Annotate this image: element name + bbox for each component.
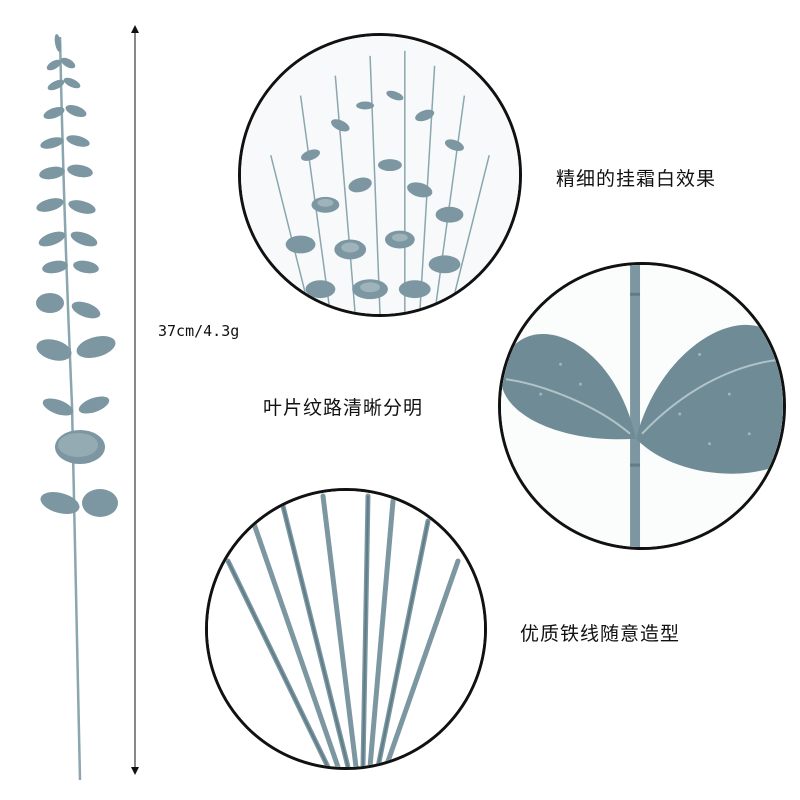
detail-circle-leaf-texture [498,262,786,550]
detail-circle-frost [238,33,522,317]
length-dimension-line [120,25,150,775]
eucalyptus-stem-image [30,25,130,785]
frost-leaves-drawing [241,36,519,314]
wire-stems-drawing [208,491,484,767]
feature-caption-wire-stems: 优质铁线随意造型 [520,623,681,645]
eucalyptus-stem-drawing [36,34,118,781]
dimension-arrow-drawing [131,25,139,775]
feature-caption-frost: 精细的挂霜白效果 [556,168,717,190]
leaf-texture-drawing [501,265,783,547]
size-weight-label: 37cm/4.3g [158,322,240,340]
detail-circle-wire-stems [205,488,487,770]
feature-caption-leaf-texture: 叶片纹路清晰分明 [263,397,424,419]
